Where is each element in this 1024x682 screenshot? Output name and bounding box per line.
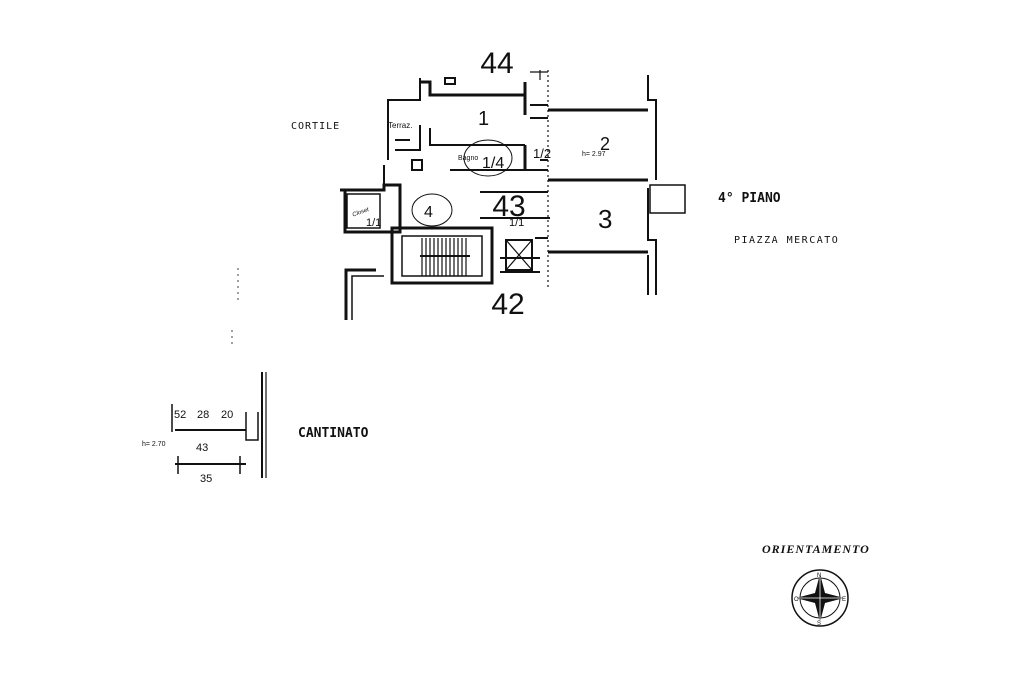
cellar-number-3: 20 xyxy=(221,409,233,421)
height-cellar-label: h= 2.70 xyxy=(142,441,166,448)
cellar-drawing xyxy=(171,268,267,478)
compass-north-letter: N xyxy=(817,573,821,579)
courtyard-label: CORTILE xyxy=(291,121,340,132)
floor-label: 4° PIANO xyxy=(718,191,781,206)
compass-east-letter: E xyxy=(842,597,846,603)
basement-label: CANTINATO xyxy=(298,426,369,441)
room-4b-circle xyxy=(411,193,453,227)
cellar-number-1: 52 xyxy=(174,409,186,421)
closet-label: Closet xyxy=(352,207,370,219)
right-apartment-walls xyxy=(530,70,686,295)
cellar-number-2: 28 xyxy=(197,409,209,421)
cellar-number-5: 35 xyxy=(200,473,212,485)
elevator-icon xyxy=(505,239,533,271)
room-bath-fraction: 1/4 xyxy=(482,155,504,172)
cellar-number-4: 43 xyxy=(196,442,208,454)
lot-number-bottom: 42 xyxy=(491,288,524,321)
closet-fraction: 1/1 xyxy=(366,217,381,229)
room-4-number: 4 xyxy=(424,204,433,221)
room-1-number: 1 xyxy=(478,108,489,130)
wall-details xyxy=(395,77,548,239)
orientation-label: ORIENTAMENTO xyxy=(762,542,870,556)
height-main-label: h= 2.97 xyxy=(582,151,606,158)
terrace-label: Terraz. xyxy=(388,121,412,130)
corridor-fraction: 1/1 xyxy=(509,217,524,229)
lot-number-middle: 43 xyxy=(492,190,525,223)
lot-number-top: 44 xyxy=(480,47,513,80)
room-4-circle xyxy=(463,139,513,177)
room-3-number: 3 xyxy=(598,204,612,234)
stair-treads xyxy=(420,238,470,276)
room-2-number: 2 xyxy=(600,134,610,154)
square-label: PIAZZA MERCATO xyxy=(734,235,839,246)
compass-rose-icon xyxy=(791,569,849,627)
compass-west-letter: O xyxy=(794,597,799,603)
room-1-2-fraction: 1/2 xyxy=(533,146,551,161)
compass-south-letter: S xyxy=(817,621,821,627)
bathroom-label: Bagno xyxy=(458,155,478,162)
